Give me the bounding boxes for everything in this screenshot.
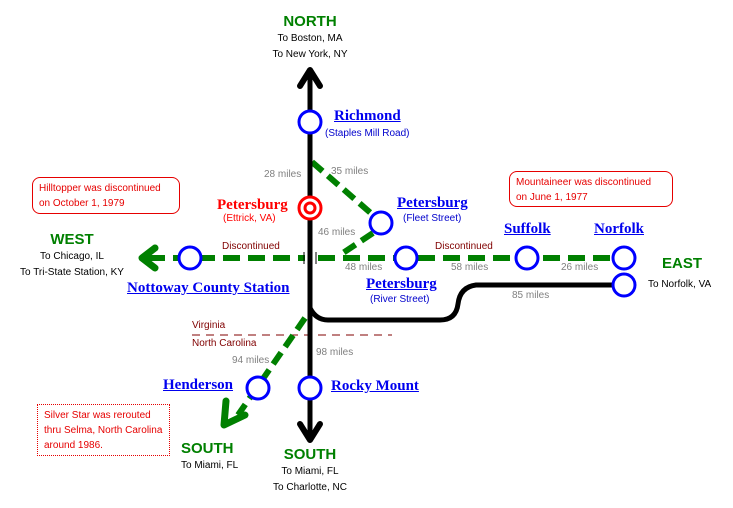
henderson-line	[235, 316, 308, 417]
richmond-subtitle: (Staples Mill Road)	[325, 128, 410, 139]
richmond-marker[interactable]	[297, 109, 323, 135]
state-label-virginia: Virginia	[192, 320, 226, 331]
north-destination-1: To Boston, MA	[277, 33, 343, 44]
southwest-arrowhead	[220, 397, 249, 429]
silver-star-note-line-2: thru Selma, North Carolina	[44, 425, 163, 436]
distance-ettrick-norfolk: 85 miles	[512, 290, 550, 301]
mountaineer-note-line-1: Mountaineer was discontinued	[516, 177, 652, 188]
richmond-fleet-line	[310, 159, 375, 218]
silver-star-note: Silver Star was rerouted thru Selma, Nor…	[37, 404, 170, 456]
fleet-street-marker[interactable]	[368, 210, 394, 236]
station-link-nottoway[interactable]: Nottoway County Station	[127, 280, 290, 296]
north-arrowhead	[297, 67, 323, 89]
north-label: NORTH	[283, 13, 337, 30]
silver-star-note-line-1: Silver Star was rerouted	[44, 410, 151, 421]
south-destination-1: To Miami, FL	[281, 466, 339, 477]
station-link-petersburg-ettrick[interactable]: Petersburg	[217, 197, 288, 213]
river-street-marker[interactable]	[393, 245, 419, 271]
ettrick-current-marker[interactable]	[297, 195, 323, 221]
hilltopper-note-line-1: Hilltopper was discontinued	[39, 183, 161, 194]
ettrick-inner-ring	[303, 201, 317, 215]
west-label: WEST	[50, 231, 94, 248]
distance-fleet-river: 46 miles	[318, 227, 356, 238]
south-destination-2: To Charlotte, NC	[273, 482, 347, 493]
south-arrowhead	[297, 421, 323, 443]
south-discontinued-label: SOUTH	[181, 440, 234, 457]
west-arrowhead	[138, 244, 159, 272]
fleet-river-line	[338, 230, 375, 258]
distance-river-suffolk: 58 miles	[451, 262, 489, 273]
nottoway-marker[interactable]	[177, 245, 203, 271]
east-label: EAST	[662, 255, 703, 272]
north-destinations: To Boston, MA To New York, NY	[252, 31, 368, 63]
west-destination-2: To Tri-State Station, KY	[20, 267, 124, 278]
discontinued-east-label: Discontinued	[435, 241, 493, 252]
hilltopper-note: Hilltopper was discontinued on October 1…	[32, 177, 180, 214]
distance-richmond-ettrick: 28 miles	[264, 169, 302, 180]
discontinued-routes	[138, 159, 614, 429]
station-link-petersburg-fleet[interactable]: Petersburg	[397, 195, 468, 211]
south-destinations: To Miami, FL To Charlotte, NC	[252, 464, 368, 496]
silver-star-note-line-3: around 1986.	[44, 440, 103, 451]
station-markers	[177, 109, 637, 401]
station-link-norfolk[interactable]: Norfolk	[594, 221, 644, 237]
east-destination-1: To Norfolk, VA	[648, 279, 712, 290]
station-link-petersburg-river[interactable]: Petersburg	[366, 276, 437, 292]
south-discontinued-destination-1: To Miami, FL	[181, 460, 239, 471]
station-link-rocky-mount[interactable]: Rocky Mount	[331, 378, 419, 394]
river-subtitle: (River Street)	[370, 294, 430, 305]
distance-ettrick-rocky-mount: 98 miles	[316, 347, 354, 358]
station-link-suffolk[interactable]: Suffolk	[504, 221, 551, 237]
distance-richmond-fleet: 35 miles	[331, 166, 369, 177]
norfolk-marker[interactable]	[611, 272, 637, 298]
south-label: SOUTH	[283, 446, 337, 463]
west-destinations: To Chicago, IL To Tri-State Station, KY	[10, 249, 134, 281]
norfolk-old-marker[interactable]	[611, 245, 637, 271]
distance-suffolk-norfolk: 26 miles	[561, 262, 599, 273]
ettrick-subtitle: (Ettrick, VA)	[223, 213, 276, 224]
mountaineer-note: Mountaineer was discontinued on June 1, …	[509, 171, 673, 207]
discontinued-west-label: Discontinued	[222, 241, 280, 252]
distance-ettrick-river: 48 miles	[345, 262, 383, 273]
fleet-subtitle: (Fleet Street)	[403, 213, 462, 224]
hilltopper-note-line-2: on October 1, 1979	[39, 198, 125, 209]
station-link-henderson[interactable]: Henderson	[163, 377, 234, 393]
mountaineer-note-line-2: on June 1, 1977	[516, 192, 588, 203]
henderson-marker[interactable]	[245, 375, 271, 401]
west-destination-1: To Chicago, IL	[40, 251, 104, 262]
station-link-richmond[interactable]: Richmond	[334, 108, 401, 124]
norfolk-line	[307, 282, 612, 323]
rocky-mount-marker[interactable]	[297, 375, 323, 401]
suffolk-marker[interactable]	[514, 245, 540, 271]
state-label-north-carolina: North Carolina	[192, 338, 257, 349]
north-destination-2: To New York, NY	[272, 49, 348, 60]
distance-ettrick-henderson: 94 miles	[232, 355, 270, 366]
